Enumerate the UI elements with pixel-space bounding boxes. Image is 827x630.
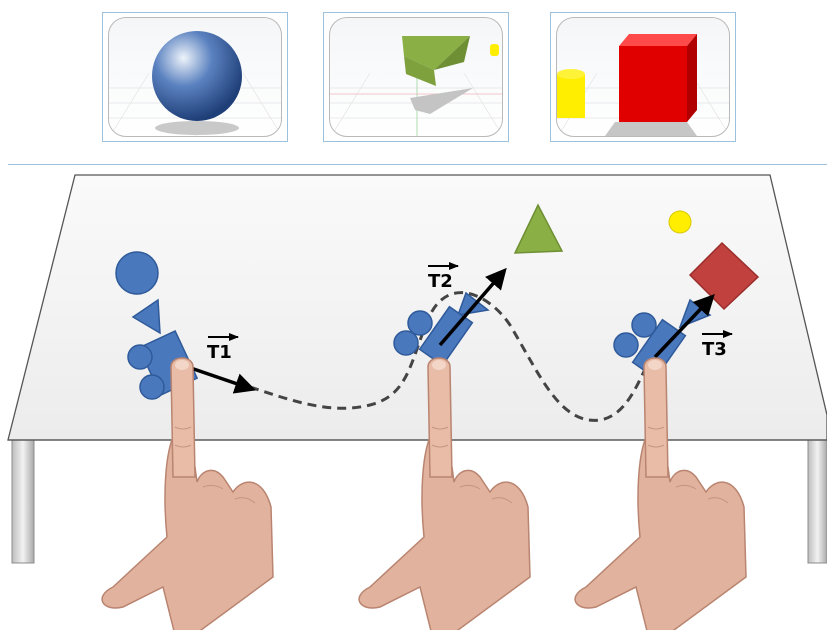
yellow-cylinder xyxy=(557,74,585,118)
small-cylinder xyxy=(490,44,499,56)
sphere-shape xyxy=(152,31,242,121)
sphere-shadow xyxy=(155,121,239,135)
cube-render xyxy=(557,34,729,136)
label-t2: T2 xyxy=(428,262,459,292)
sphere-render xyxy=(109,31,281,136)
thumbnail-prism[interactable] xyxy=(323,12,509,142)
prism-shape xyxy=(402,36,470,70)
trajectory-path xyxy=(249,291,657,422)
label-t1-text: T1 xyxy=(207,342,232,363)
thumbnail-sphere-frame xyxy=(108,17,282,137)
prism-token xyxy=(513,203,564,254)
label-t1: T1 xyxy=(207,333,239,363)
tabletop-scene: T1 T2 T3 xyxy=(7,174,827,630)
table-leg-right xyxy=(807,439,827,564)
thumbnail-cube[interactable] xyxy=(550,12,736,142)
cube-shape xyxy=(619,34,697,46)
thumbnail-prism-frame xyxy=(329,17,503,137)
transform-arrow-2 xyxy=(438,267,507,347)
cube-shadow xyxy=(605,122,697,136)
section-divider xyxy=(8,164,827,165)
sphere-token xyxy=(115,251,159,295)
cylinder-token xyxy=(668,210,692,234)
table-leg-left xyxy=(11,439,35,564)
prism-render xyxy=(330,36,502,136)
label-t3: T3 xyxy=(702,330,733,360)
thumbnail-sphere[interactable] xyxy=(102,12,288,142)
thumbnail-cube-frame xyxy=(556,17,730,137)
thumbnail-strip xyxy=(0,0,827,164)
prism-shadow xyxy=(410,88,473,114)
transform-arrow-3 xyxy=(653,293,715,359)
label-t3-text: T3 xyxy=(702,339,727,360)
label-t2-text: T2 xyxy=(428,271,453,292)
